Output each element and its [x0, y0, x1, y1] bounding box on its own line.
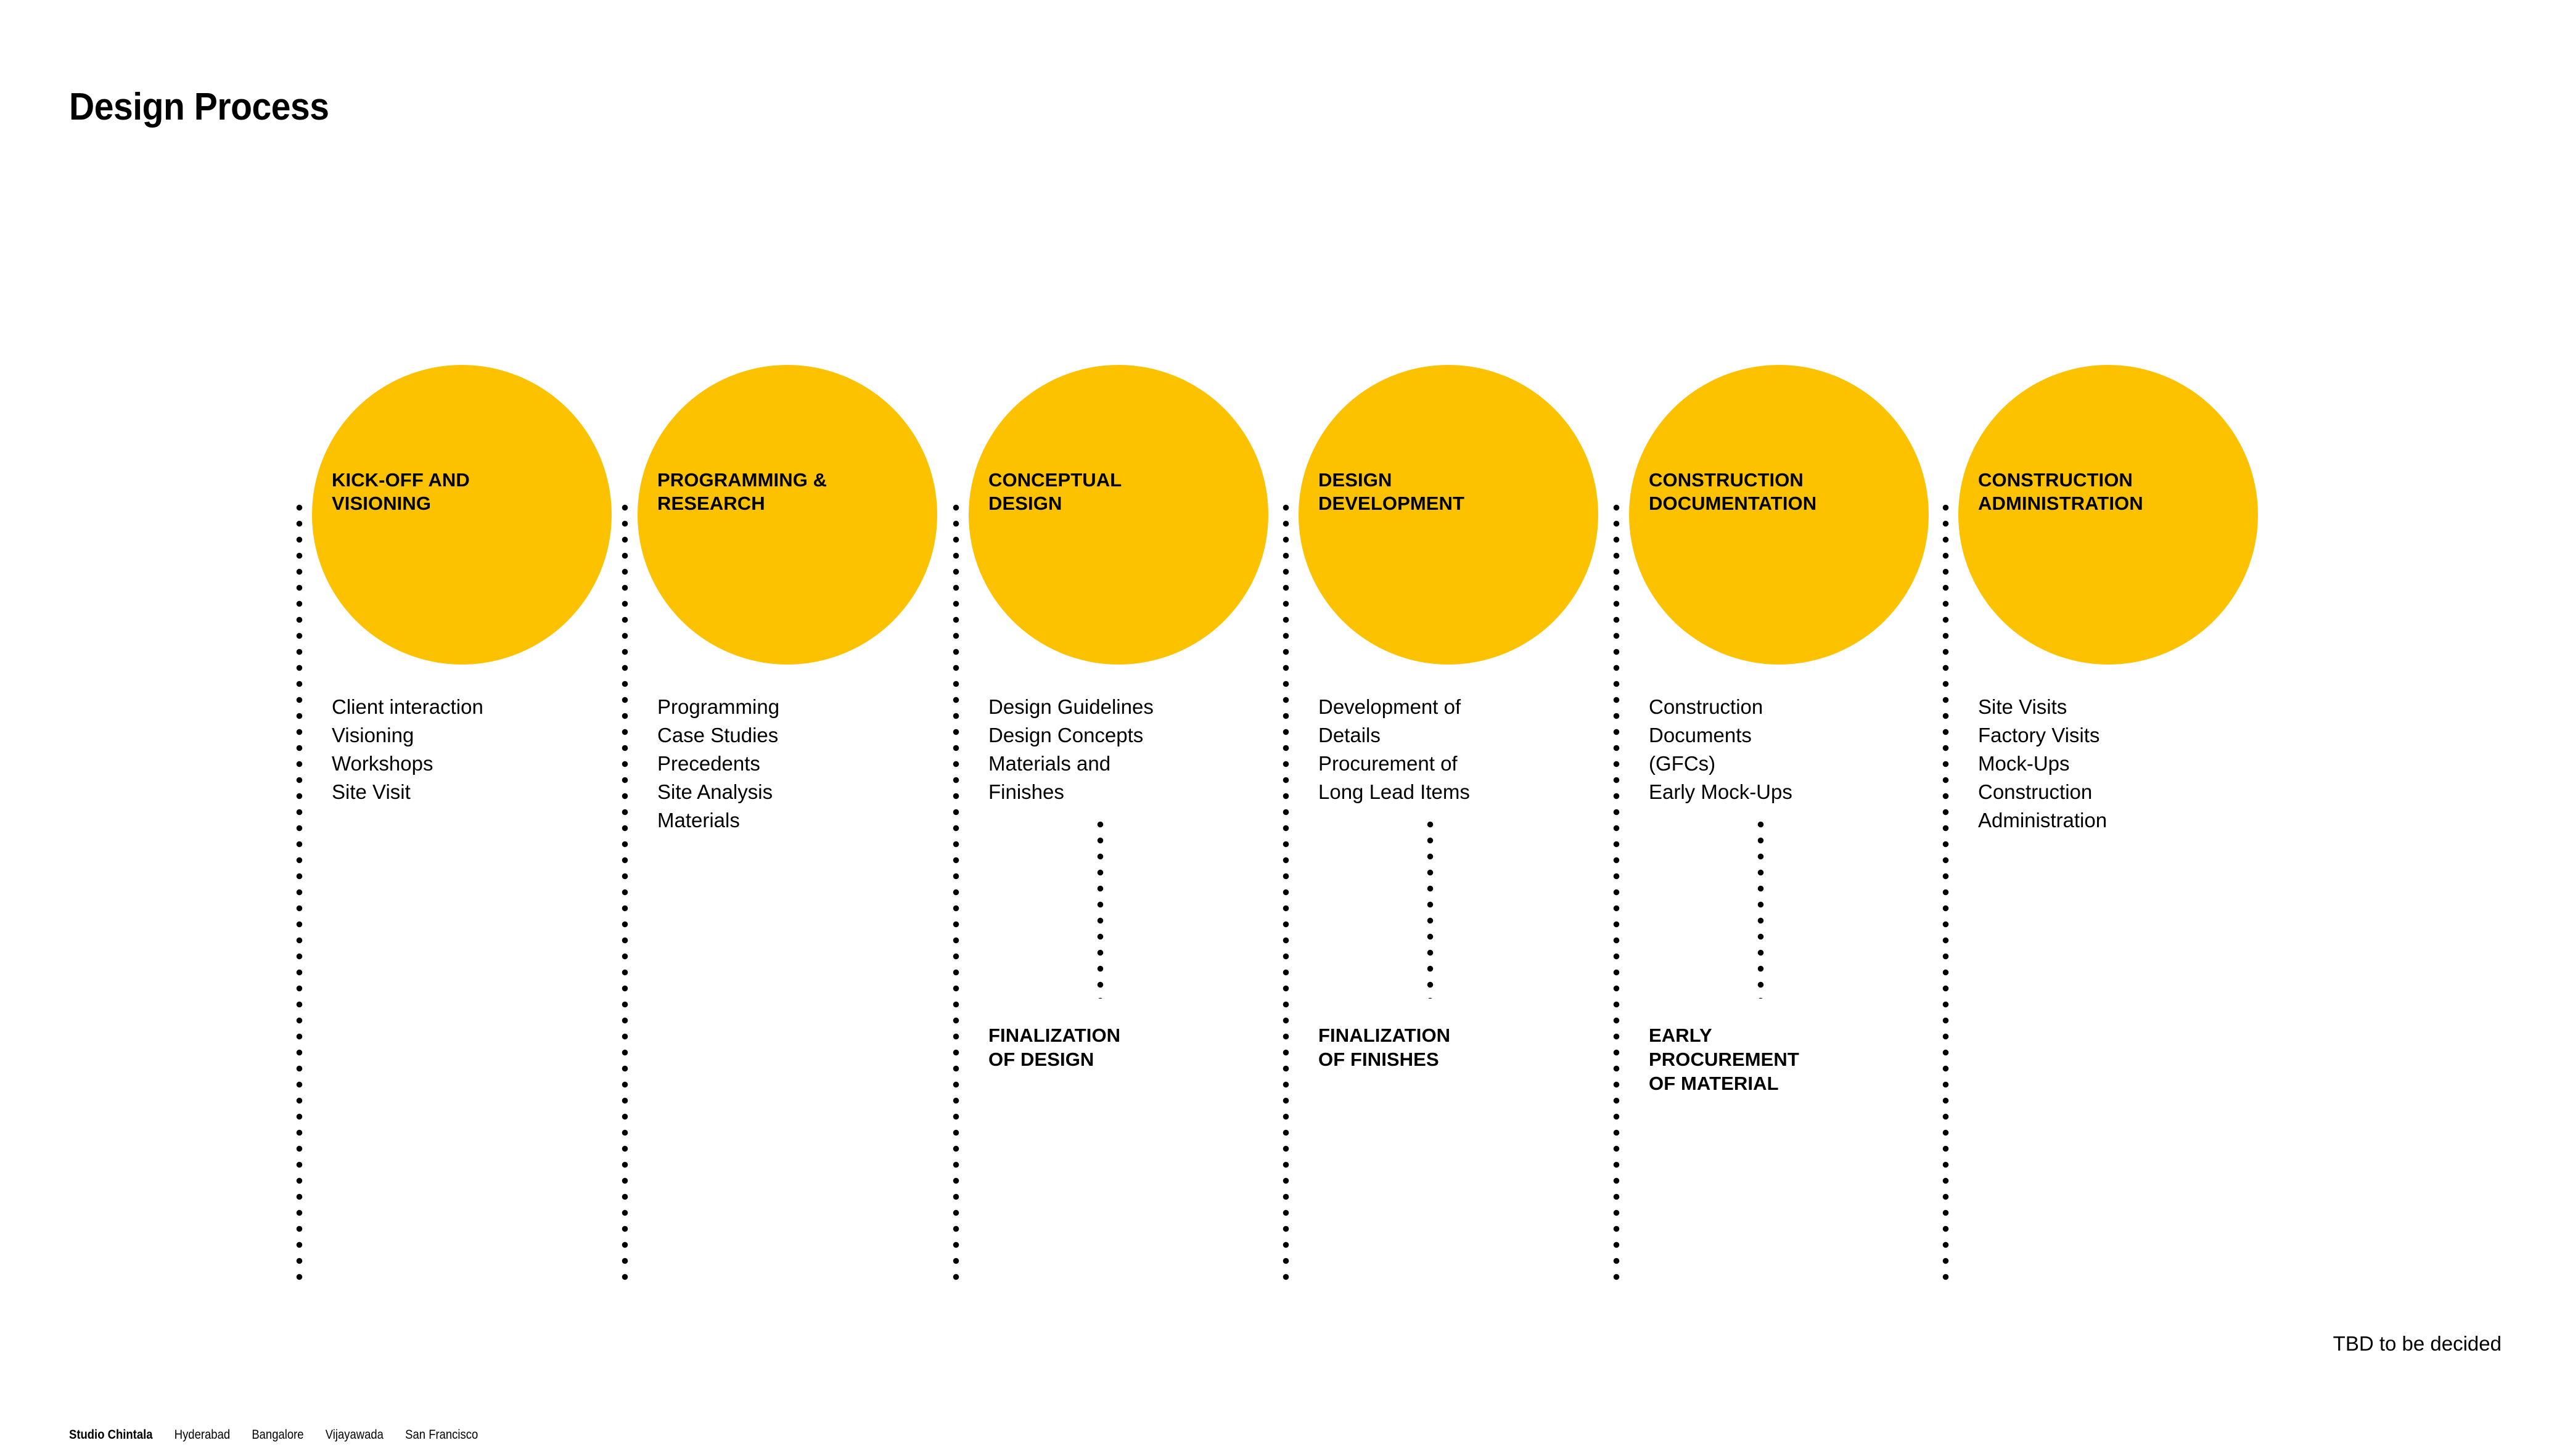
- footer-city-vijayawada: Vijayawada: [325, 1428, 384, 1442]
- stage-title: PROGRAMMING & RESEARCH: [657, 469, 827, 514]
- stage-items-list: Site Visits Factory Visits Mock-Ups Cons…: [1978, 695, 2108, 832]
- stage-items-list: Construction Documents (GFCs) Early Mock…: [1649, 695, 1792, 803]
- stage-circle: [1299, 365, 1598, 665]
- footer: Studio Chintala Hyderabad Bangalore Vija…: [69, 1428, 500, 1442]
- stage-column-programming-and-research[interactable]: PROGRAMMING & RESEARCH Programming Case …: [625, 0, 951, 1456]
- milestone-connector-dotted-line: [1757, 821, 1764, 999]
- column-separator-dotted-line: [622, 504, 628, 1282]
- stage-milestone-label: EARLY PROCUREMENT OF MATERIAL: [1649, 1025, 1799, 1094]
- stage-column-conceptual-design[interactable]: CONCEPTUAL DESIGN Design Guidelines Desi…: [956, 0, 1282, 1456]
- milestone-connector-dotted-line: [1427, 821, 1434, 999]
- stage-title: CONSTRUCTION ADMINISTRATION: [1978, 469, 2143, 514]
- footer-brand: Studio Chintala: [69, 1428, 153, 1442]
- column-separator-dotted-line: [296, 504, 303, 1282]
- stage-milestone-label: FINALIZATION OF FINISHES: [1318, 1025, 1451, 1070]
- stage-circle: [1958, 365, 2258, 665]
- footer-city-bangalore: Bangalore: [252, 1428, 304, 1442]
- column-separator-dotted-line: [1613, 504, 1620, 1282]
- stage-milestone-label: FINALIZATION OF DESIGN: [988, 1025, 1121, 1070]
- milestone-connector-dotted-line: [1097, 821, 1104, 999]
- stage-column-design-development[interactable]: DESIGN DEVELOPMENT Development of Detail…: [1286, 0, 1612, 1456]
- column-separator-dotted-line: [953, 504, 959, 1282]
- stage-items-list: Client interaction Visioning Workshops S…: [332, 695, 483, 803]
- tbd-legend-note: TBD to be decided: [2333, 1332, 2502, 1355]
- footer-city-hyderabad: Hyderabad: [174, 1428, 231, 1442]
- footer-city-san-francisco: San Francisco: [405, 1428, 478, 1442]
- stage-circle: [312, 365, 612, 665]
- stage-title: KICK-OFF AND VISIONING: [332, 469, 470, 514]
- stage-items-list: Design Guidelines Design Concepts Materi…: [988, 695, 1154, 803]
- stage-column-construction-documentation[interactable]: CONSTRUCTION DOCUMENTATION Construction …: [1617, 0, 1942, 1456]
- stage-column-construction-administration[interactable]: CONSTRUCTION ADMINISTRATION Site Visits …: [1946, 0, 2272, 1456]
- stage-circle: [969, 365, 1268, 665]
- stage-title: CONCEPTUAL DESIGN: [988, 469, 1122, 514]
- page-title: Design Process: [69, 85, 329, 128]
- stage-items-list: Development of Details Procurement of Lo…: [1318, 695, 1470, 803]
- stage-title: DESIGN DEVELOPMENT: [1318, 469, 1465, 514]
- column-separator-dotted-line: [1283, 504, 1289, 1282]
- stage-circle: [1629, 365, 1929, 665]
- stage-column-kick-off-and-visioning[interactable]: KICK-OFF AND VISIONING Client interactio…: [300, 0, 625, 1456]
- stage-items-list: Programming Case Studies Precedents Site…: [657, 695, 780, 832]
- column-separator-dotted-line: [1942, 504, 1949, 1282]
- stage-circle: [638, 365, 937, 665]
- stage-title: CONSTRUCTION DOCUMENTATION: [1649, 469, 1817, 514]
